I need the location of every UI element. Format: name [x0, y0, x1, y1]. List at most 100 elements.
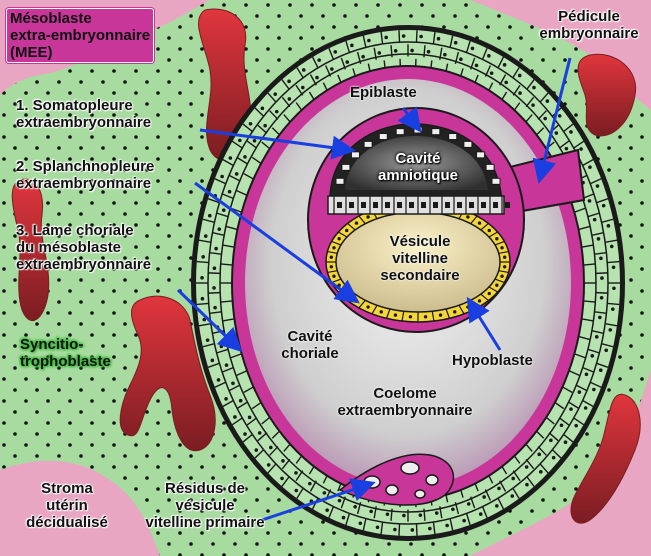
- stroma-bottom-left: [0, 460, 160, 556]
- label-somatopleure-line1: 1. Somatopleure: [16, 97, 133, 114]
- cell-wall: [465, 40, 471, 53]
- label-splanchnopleure-line1: 2. Splanchnopleure: [16, 158, 155, 175]
- cell-nucleus: [361, 54, 365, 59]
- cell-nucleus: [217, 227, 222, 231]
- cell-nucleus: [551, 455, 556, 460]
- cell-nucleus: [517, 73, 522, 78]
- cell-nucleus: [367, 38, 371, 43]
- cell-nucleus: [445, 523, 449, 528]
- label-lame-choriale-line3: extraembryonnaire: [16, 256, 152, 273]
- cell-nucleus: [590, 354, 595, 358]
- cell-nucleus: [200, 296, 205, 301]
- cavite-amniotique: [345, 135, 488, 190]
- cell-nucleus: [212, 286, 216, 290]
- label-lame-choriale-line1: 3. Lame choriale: [16, 222, 134, 239]
- cell-wall: [563, 123, 574, 133]
- cell-wall: [257, 124, 268, 134]
- cell-wall: [222, 399, 234, 407]
- epiblaste-nucleus: [385, 202, 390, 208]
- cell-nucleus: [482, 495, 486, 499]
- cell-wall: [583, 263, 596, 266]
- label-mee: Mésoblaste extra-embryonnaire (MEE): [6, 8, 155, 63]
- hypoblaste-wall: [498, 250, 509, 254]
- cell-nuclei: [200, 34, 616, 532]
- cell-nucleus: [330, 67, 334, 71]
- epiblaste-nucleus: [469, 202, 474, 208]
- cell-wall: [581, 318, 594, 322]
- cell-wall: [432, 31, 436, 45]
- hypoblaste-nucleus: [332, 246, 336, 250]
- amnios-cell: [363, 140, 373, 148]
- amnios-cell: [431, 128, 441, 136]
- cell-nucleus: [583, 406, 588, 410]
- cell-wall: [214, 178, 227, 185]
- label-amnio-line1: Cavité: [395, 150, 441, 167]
- cell-nucleus: [254, 448, 259, 452]
- cell-wall: [573, 140, 585, 149]
- cell-nucleus: [287, 79, 291, 84]
- cell-wall: [398, 523, 401, 536]
- cell-nucleus: [216, 378, 221, 382]
- cell-wall: [596, 362, 609, 368]
- vessel-3: [119, 295, 216, 452]
- cell-nucleus: [385, 512, 390, 517]
- cell-wall: [582, 159, 594, 167]
- cell-wall: [373, 47, 377, 60]
- cell-wall: [582, 366, 594, 373]
- cell-wall: [497, 497, 505, 510]
- label-stroma: Stroma utérin décidualisé: [12, 480, 122, 531]
- cell-wall: [512, 470, 521, 482]
- epiblaste: [327, 195, 505, 215]
- cell-nucleus: [554, 131, 559, 135]
- cell-wall: [469, 496, 476, 509]
- pointer-arrows: [176, 57, 572, 522]
- cell-wall: [567, 401, 579, 409]
- vessel-5: [570, 393, 641, 524]
- hypoblaste-nucleus: [466, 215, 470, 219]
- cell-wall: [539, 463, 549, 474]
- cell-wall: [269, 446, 279, 456]
- label-lame-choriale-line2: du mésoblaste: [16, 239, 122, 256]
- cell-nucleus: [608, 328, 613, 332]
- cell-wall: [551, 449, 562, 459]
- cell-nucleus: [549, 438, 553, 443]
- hypoblaste-wall: [431, 311, 435, 322]
- cell-wall: [345, 513, 351, 526]
- label-somatopleure-line2: extraembryonnaire: [16, 114, 152, 131]
- cell-nucleus: [337, 498, 342, 503]
- cell-nucleus: [274, 109, 279, 114]
- amnios-cell: [476, 151, 486, 159]
- cell-wall: [214, 381, 227, 388]
- hypoblaste-nucleus: [354, 299, 359, 303]
- cell-nucleus: [393, 49, 398, 53]
- label-epiblaste-text: Epiblaste: [350, 84, 417, 101]
- cell-nucleus: [574, 423, 578, 428]
- cell-nucleus: [243, 155, 247, 159]
- hypoblaste-nucleus: [487, 228, 491, 233]
- hypoblaste-nucleus: [423, 315, 428, 319]
- cell-wall: [380, 31, 384, 45]
- cell-wall: [209, 251, 222, 255]
- hypoblaste-wall: [327, 270, 338, 274]
- label-somatopleure: 1. Somatopleure extraembryonnaire: [16, 97, 151, 131]
- cell-wall: [573, 207, 586, 214]
- cell-nucleus: [301, 68, 306, 72]
- cell-wall: [295, 470, 304, 482]
- cell-wall: [548, 432, 559, 442]
- epiblaste-nucleus: [421, 202, 426, 208]
- cell-wall: [601, 343, 614, 348]
- cell-wall: [237, 401, 249, 409]
- cell-nucleus: [579, 147, 583, 151]
- cell-wall: [469, 57, 476, 70]
- cell-nucleus: [611, 265, 616, 270]
- cell-nucleus: [325, 508, 329, 512]
- cell-wall: [563, 433, 574, 443]
- cell-wall: [324, 65, 332, 77]
- hypoblaste-wall: [488, 286, 498, 293]
- hypoblaste-wall: [401, 311, 405, 322]
- cell-wall: [345, 40, 351, 53]
- label-mee-box: Mésoblaste extra-embryonnaire (MEE): [6, 8, 155, 63]
- cell-nucleus: [202, 317, 207, 322]
- cell-nucleus: [263, 123, 267, 128]
